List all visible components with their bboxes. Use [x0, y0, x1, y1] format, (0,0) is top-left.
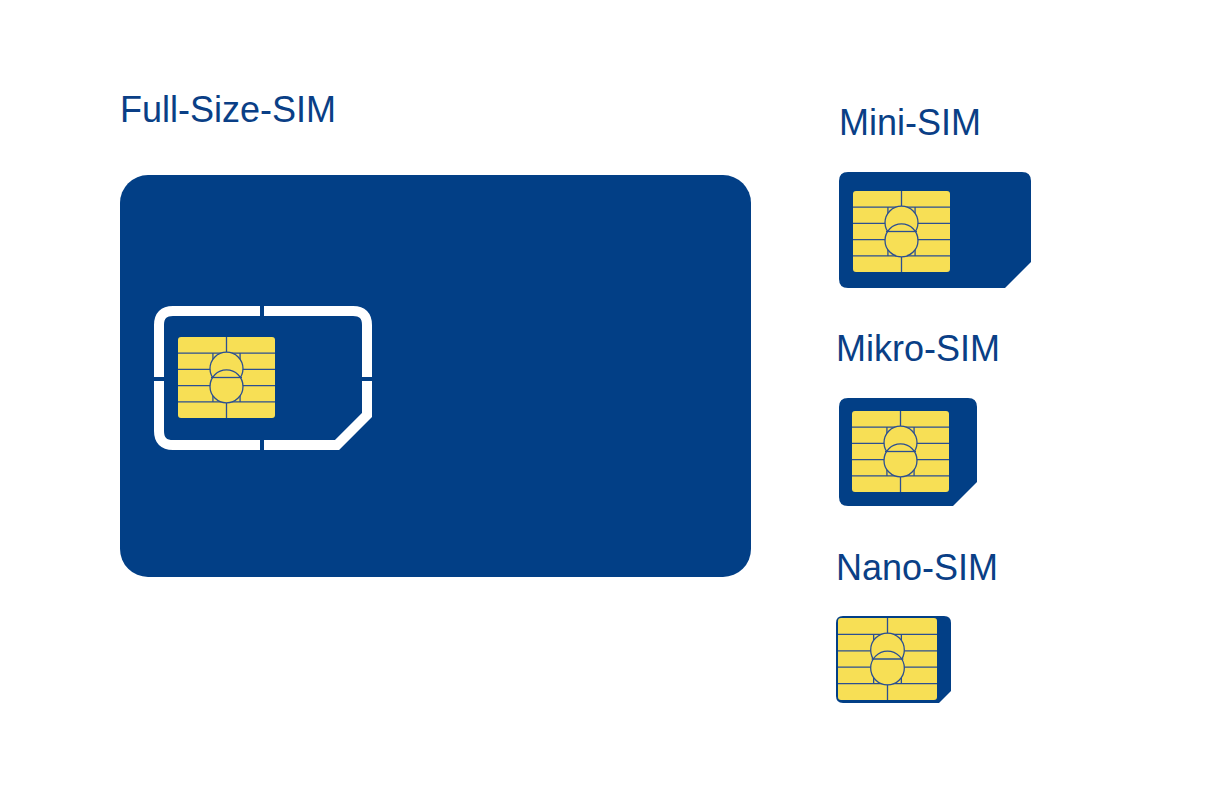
sim-card-drawing [839, 172, 1031, 288]
sim-card-drawing [836, 616, 951, 703]
sim-card: Nano-SIM [836, 546, 951, 703]
sim-label: Mikro-SIM [836, 327, 1000, 371]
sim-card: Mikro-SIM [836, 327, 977, 506]
sim-card-drawing [839, 398, 977, 506]
sim-card: Mini-SIM [839, 101, 1031, 288]
sim-card-drawing [120, 175, 751, 577]
sim-card: Full-Size-SIM [120, 88, 751, 577]
sim-label: Mini-SIM [839, 101, 981, 145]
sim-label: Full-Size-SIM [120, 88, 336, 132]
sim-label: Nano-SIM [836, 546, 998, 590]
